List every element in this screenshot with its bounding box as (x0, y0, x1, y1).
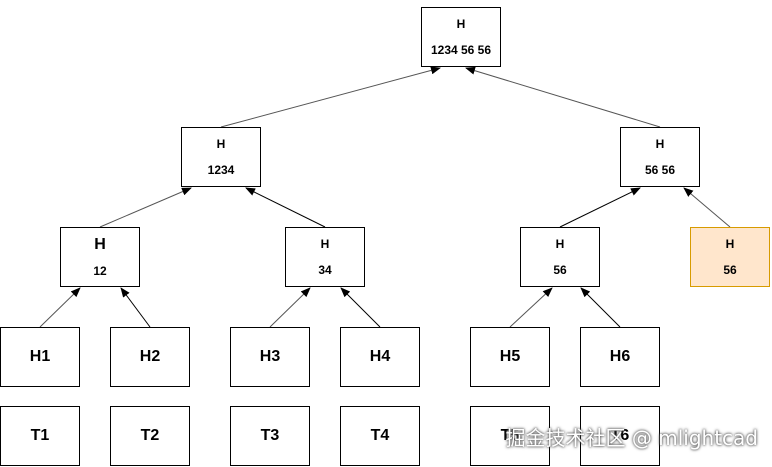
root-hash-node: H 1234 56 56 (421, 7, 501, 67)
hash-node-label: H (655, 137, 665, 151)
edge-h6-to-56 (580, 287, 621, 328)
leaf-hash-h6: H6 (580, 327, 660, 387)
hash-node-56: H 56 (520, 227, 600, 287)
edge-h5-to-56 (509, 287, 553, 328)
hash-node-value: 56 56 (644, 163, 676, 177)
duplicated-hash-node-56: H 56 (690, 227, 770, 287)
edge-56dup-to-5656 (683, 187, 731, 228)
leaf-hash-h3: H3 (230, 327, 310, 387)
edge-1234-to-root (220, 66, 441, 128)
hash-node-label: H (725, 237, 735, 251)
edge-h2-to-12 (120, 287, 151, 328)
leaf-hash-h1: H1 (0, 327, 80, 387)
transaction-t4: T4 (340, 406, 420, 466)
transaction-t1: T1 (0, 406, 80, 466)
hash-node-12: H 12 (60, 227, 140, 287)
edge-56-to-5656 (559, 187, 641, 228)
hash-node-label: H (320, 237, 330, 251)
root-hash-label: H (456, 17, 466, 31)
hash-node-label: H (94, 236, 106, 253)
transaction-t2: T2 (110, 406, 190, 466)
leaf-hash-h5: H5 (470, 327, 550, 387)
hash-node-value: 1234 (207, 163, 235, 177)
leaf-hash-h2: H2 (110, 327, 190, 387)
hash-node-value: 12 (93, 264, 107, 278)
hash-node-value: 56 (553, 263, 567, 277)
hash-node-1234: H 1234 (181, 127, 261, 187)
edge-h4-to-34 (340, 287, 381, 328)
edge-12-to-1234 (99, 187, 192, 228)
edge-34-to-1234 (245, 187, 326, 228)
watermark-text: 掘金技术社区 @ mlightcad (505, 426, 758, 450)
transaction-t3: T3 (230, 406, 310, 466)
hash-node-label: H (216, 137, 226, 151)
edge-h1-to-12 (39, 287, 81, 328)
leaf-hash-h4: H4 (340, 327, 420, 387)
hash-node-label: H (555, 237, 565, 251)
hash-node-value: 56 (723, 263, 737, 277)
hash-node-value: 34 (318, 263, 332, 277)
edge-h3-to-34 (269, 287, 311, 328)
transaction-t6: T6 (580, 406, 660, 466)
hash-node-34: H 34 (285, 227, 365, 287)
hash-node-5656: H 56 56 (620, 127, 700, 187)
root-hash-value: 1234 56 56 (430, 43, 492, 57)
transaction-t5: T5 (470, 406, 550, 466)
edge-5656-to-root (465, 66, 661, 128)
